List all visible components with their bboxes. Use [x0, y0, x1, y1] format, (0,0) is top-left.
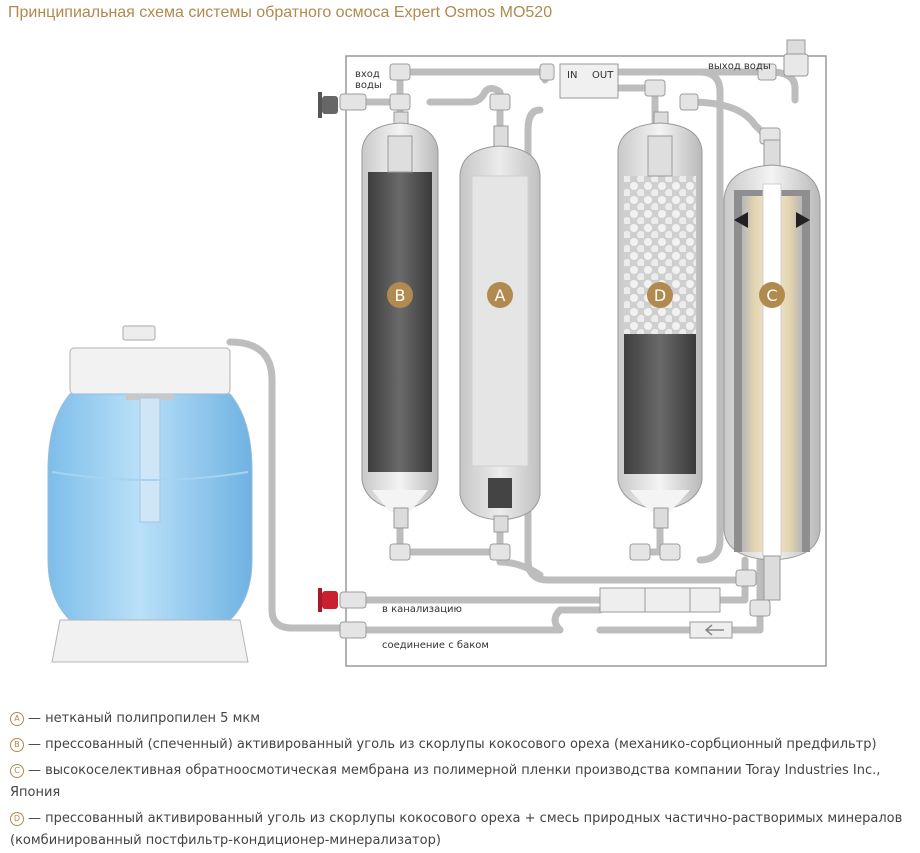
- tank-connection-label: соединение с баком: [382, 640, 489, 651]
- flow-in-label: IN: [567, 70, 577, 81]
- tubing: [226, 68, 799, 634]
- legend-badge-c: C: [10, 764, 24, 778]
- filter-b-letter: B: [395, 286, 406, 305]
- legend-text-d: — прессованный активированный уголь из с…: [10, 811, 903, 848]
- inlet-label-line2: воды: [355, 80, 382, 91]
- legend-item-b: B — прессованный (спеченный) активированн…: [10, 734, 915, 756]
- flow-housing: [559, 63, 619, 99]
- legend-text-a: — нетканый полипропилен 5 мкм: [28, 711, 261, 726]
- flow-out-label: OUT: [592, 70, 614, 81]
- filter-b: [361, 111, 439, 529]
- osmosis-diagram: IN OUT B A D: [47, 39, 827, 667]
- drain-valve: [318, 588, 338, 612]
- legend-badge-d: D: [10, 812, 24, 826]
- inlet-label-line1: вход: [355, 69, 380, 80]
- outlet-label: выход воды: [708, 61, 771, 72]
- filter-d-letter: D: [654, 286, 666, 305]
- legend-badge-b: B: [10, 738, 24, 752]
- legend-text-c: — высокоселективная обратноосмотическая …: [10, 763, 881, 800]
- legend: A — нетканый полипропилен 5 мкм B — прессо…: [10, 708, 915, 852]
- inlet-valve: [318, 92, 338, 118]
- check-valve: [689, 621, 733, 639]
- filter-a: [459, 125, 541, 533]
- drain-label: в канализацию: [382, 604, 462, 615]
- membrane-c: [723, 139, 821, 601]
- legend-item-c: C— высокоселективная обратноосмотическая…: [10, 760, 915, 804]
- storage-tank: [47, 325, 253, 663]
- filter-a-letter: A: [495, 286, 506, 305]
- filter-d: [617, 111, 703, 529]
- legend-item-d: D— прессованный активированный уголь из …: [10, 808, 915, 852]
- legend-item-a: A — нетканый полипропилен 5 мкм: [10, 708, 915, 730]
- membrane-c-letter: C: [766, 286, 777, 305]
- outlet-connector: [783, 39, 809, 77]
- fittings: [339, 63, 781, 639]
- flow-restrictor: [599, 587, 721, 613]
- page-title: Принципиальная схема системы обратного о…: [8, 4, 553, 21]
- legend-badge-a: A: [10, 712, 24, 726]
- legend-text-b: — прессованный (спеченный) активированны…: [28, 737, 877, 752]
